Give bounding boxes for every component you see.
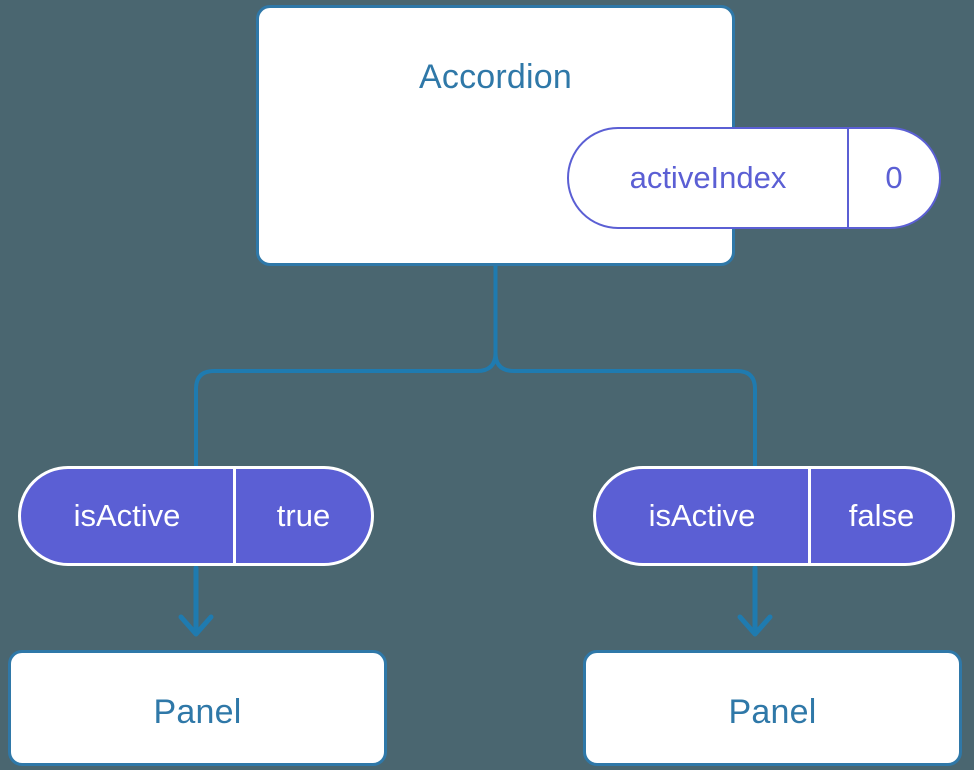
panel-node-left[interactable]: Panel <box>8 650 387 766</box>
state-pill-key: activeIndex <box>629 160 787 195</box>
arrow-down-left-icon <box>178 565 214 637</box>
state-pill-active-index[interactable]: activeIndex 0 <box>567 127 941 229</box>
tree-split-connector <box>194 264 498 468</box>
prop-pill-value: false <box>808 469 952 563</box>
panel-node-title: Panel <box>728 693 817 731</box>
state-pill-value: 0 <box>847 129 939 227</box>
tree-split-connector-right <box>493 351 757 468</box>
prop-pill-value: true <box>233 469 371 563</box>
prop-pill-key: isActive <box>73 498 181 533</box>
panel-node-right[interactable]: Panel <box>583 650 962 766</box>
prop-pill-is-active-true[interactable]: isActive true <box>18 466 374 566</box>
prop-pill-is-active-false[interactable]: isActive false <box>593 466 955 566</box>
accordion-node-title: Accordion <box>419 58 572 96</box>
accordion-node[interactable]: Accordion activeIndex 0 <box>256 5 941 266</box>
arrow-down-right-icon <box>737 565 773 637</box>
panel-node-title: Panel <box>153 693 242 731</box>
prop-pill-key: isActive <box>648 498 756 533</box>
